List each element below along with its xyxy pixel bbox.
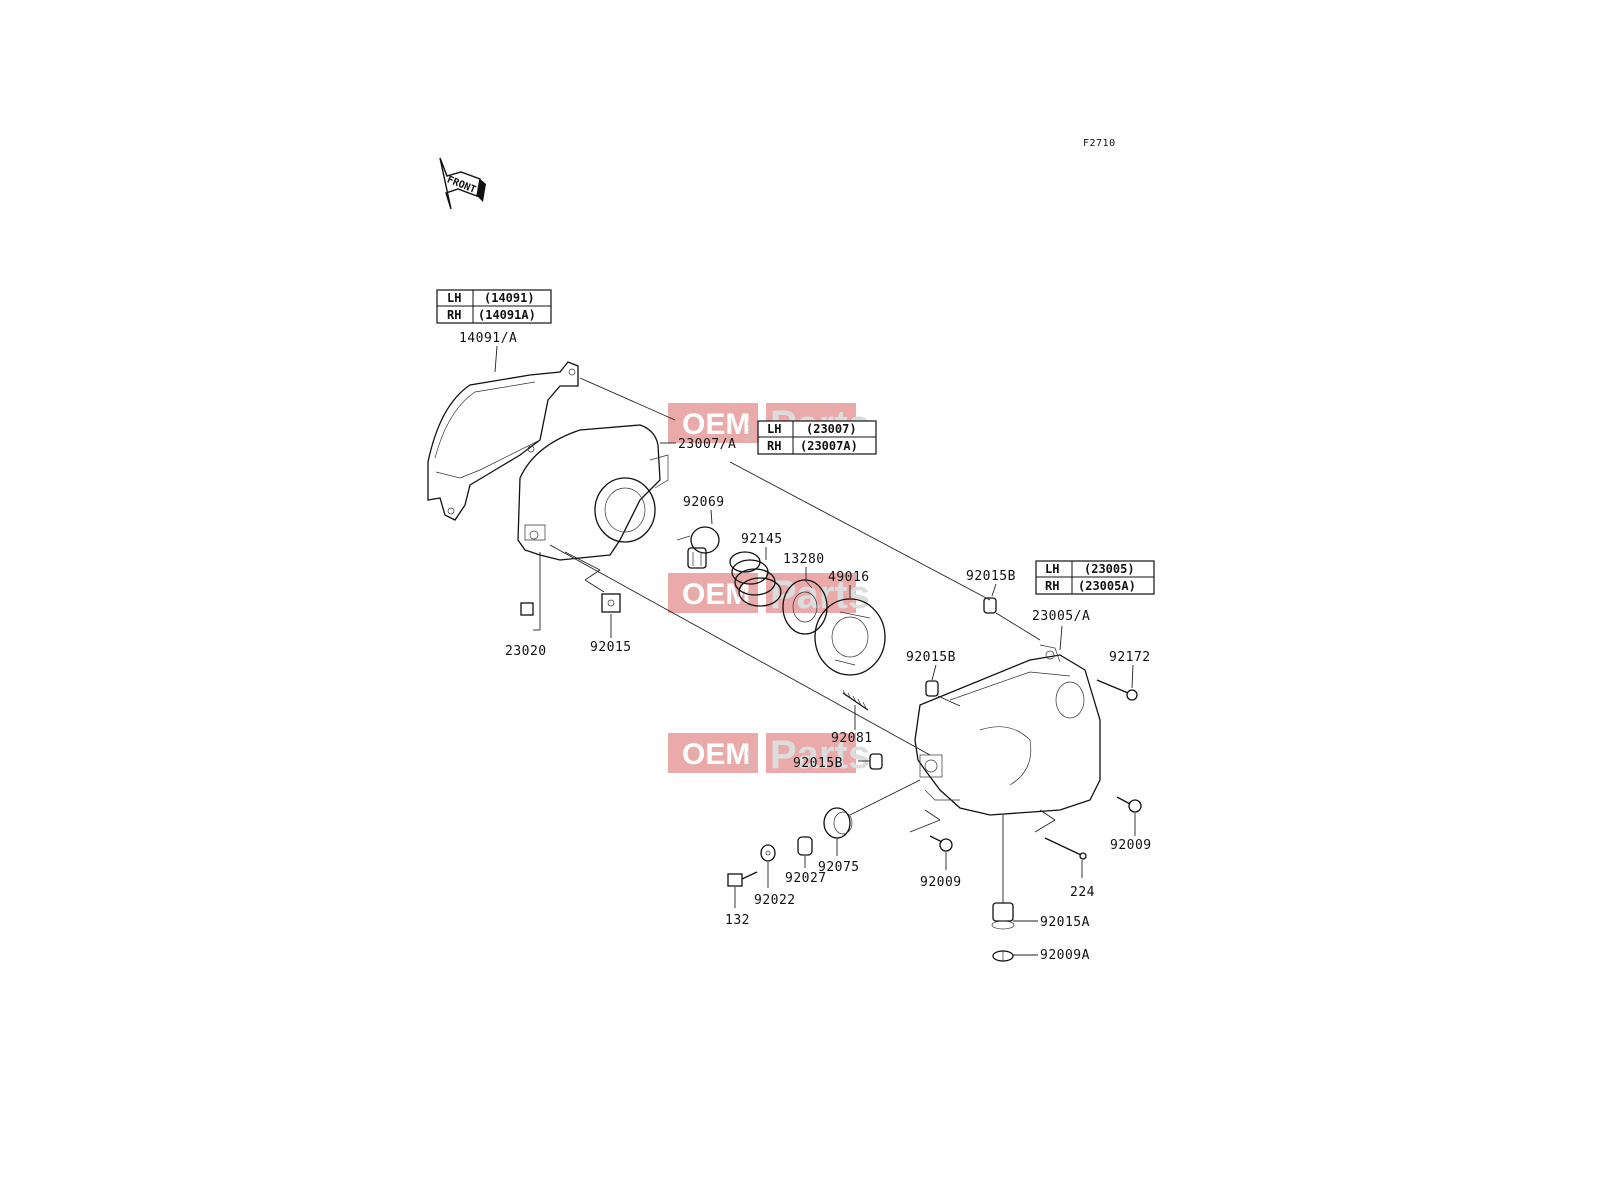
watermark: OEM BIKE Parts OEM BIKE Parts OEM BIKE P… — [668, 403, 870, 777]
part-label: 49016 — [828, 570, 870, 585]
table-cell-side: LH — [767, 422, 781, 436]
watermark-bike: BIKE — [746, 590, 756, 611]
watermark-oem: OEM — [682, 408, 750, 441]
diagram-code: F2710 — [1083, 138, 1116, 149]
table-cell-side: RH — [1045, 579, 1059, 593]
part-label: 92022 — [754, 893, 796, 908]
part-collar-92027 — [797, 836, 813, 856]
side-table-14091: LH (14091) RH (14091A) — [436, 289, 552, 324]
watermark-parts: Parts — [770, 733, 870, 777]
part-screw-92009-mid — [929, 835, 953, 852]
part-label: 92009 — [920, 875, 962, 890]
part-housing-23005 — [914, 644, 1101, 816]
part-label: 132 — [725, 913, 750, 928]
part-bolt-132 — [727, 871, 758, 887]
part-label: 92009 — [1110, 838, 1152, 853]
part-label: 92069 — [683, 495, 725, 510]
part-nut-92015 — [601, 593, 621, 613]
part-label: 92015 — [590, 640, 632, 655]
part-screw-224 — [1044, 837, 1087, 860]
front-arrow-icon: FRONT — [439, 157, 486, 210]
part-labels: 14091/A 23007/A 92069 92145 13280 49016 … — [459, 331, 1152, 963]
part-label: 92172 — [1109, 650, 1151, 665]
table-cell-side: LH — [1045, 562, 1059, 576]
part-collar-92015b-mid — [925, 680, 939, 697]
part-visor-14091 — [427, 361, 579, 521]
watermark-oem: OEM — [682, 738, 750, 771]
table-cell-side: LH — [447, 291, 461, 305]
watermark-oem: OEM — [682, 578, 750, 611]
part-bulb-92069 — [676, 526, 720, 569]
part-label: 92015A — [1040, 915, 1090, 930]
part-screw-92009a — [992, 950, 1014, 962]
side-table-23007: LH (23007) RH (23007A) — [757, 420, 877, 455]
part-spring-92145 — [729, 551, 782, 607]
part-label: 92009A — [1040, 948, 1090, 963]
part-label: 92145 — [741, 532, 783, 547]
side-table-23005: LH (23005) RH (23005A) — [1035, 560, 1155, 595]
part-label: 92015B — [793, 756, 843, 771]
table-cell-part: (14091) — [484, 291, 535, 305]
leader-lines — [494, 345, 1136, 956]
part-label: 14091/A — [459, 331, 517, 346]
part-label: 92081 — [831, 731, 873, 746]
watermark-bike: BIKE — [746, 750, 756, 771]
part-label: 92015B — [966, 569, 1016, 584]
watermark-parts: Parts — [770, 573, 870, 617]
part-socket-49016 — [814, 598, 886, 676]
part-label: 224 — [1070, 885, 1095, 900]
watermark-bike: BIKE — [746, 420, 756, 441]
part-retainer-13280 — [782, 579, 828, 635]
table-cell-part: (23005) — [1084, 562, 1135, 576]
part-label: 23020 — [505, 644, 547, 659]
part-label: 23005/A — [1032, 609, 1090, 624]
part-label: 23007/A — [678, 437, 736, 452]
table-cell-part: (23007) — [806, 422, 857, 436]
table-cell-side: RH — [447, 308, 461, 322]
table-cell-part: (23005A) — [1078, 579, 1136, 593]
part-screw-92009-right — [1116, 796, 1142, 813]
part-label: 92075 — [818, 860, 860, 875]
part-grommet-92075 — [823, 807, 853, 839]
part-housing-23007 — [517, 424, 669, 561]
part-label: 13280 — [783, 552, 825, 567]
table-cell-part: (23007A) — [800, 439, 858, 453]
part-washer-92022 — [760, 844, 776, 862]
part-collar-92015b-low — [869, 753, 883, 770]
part-label: 92027 — [785, 871, 827, 886]
part-collar-92015b-top — [983, 597, 997, 614]
part-collar-92015a — [991, 902, 1015, 930]
table-cell-part: (14091A) — [478, 308, 536, 322]
part-spring-92081 — [842, 689, 869, 711]
part-clip-23020 — [520, 602, 534, 616]
table-cell-side: RH — [767, 439, 781, 453]
part-label: 92015B — [906, 650, 956, 665]
part-screw-92172 — [1096, 679, 1138, 701]
